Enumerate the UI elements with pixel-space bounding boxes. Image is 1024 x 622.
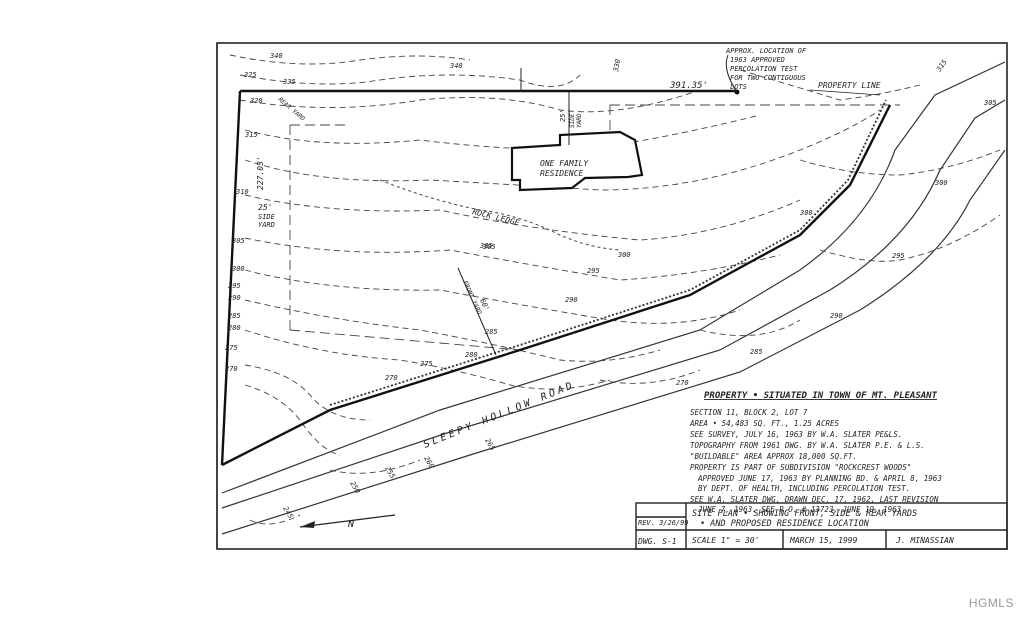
contour-label: 315 — [935, 58, 949, 74]
note-line: JUNE 7, 1963. SEE R.O. # 13723, JUNE 19,… — [697, 505, 902, 514]
contour-label: 255 — [383, 465, 396, 480]
residence-footprint — [510, 130, 644, 192]
perc-note-4: FOR TWO CONTIGUOUS — [730, 74, 806, 82]
road-edges — [221, 61, 1006, 535]
contour-label: 270 — [225, 365, 238, 373]
title-block-title-1: SITE PLAN • SHOWING FRONT, SIDE & REAR Y… — [692, 509, 917, 519]
contour-label: 295 — [228, 282, 241, 290]
contour-label: 340 — [449, 62, 463, 70]
residence-label-2: RESIDENCE — [540, 169, 584, 178]
rock-ledge-line — [379, 179, 621, 251]
title-block-title-2: • AND PROPOSED RESIDENCE LOCATION — [700, 519, 870, 529]
contour-label: 285 — [485, 328, 498, 336]
contour-label: 320 — [249, 97, 263, 105]
contour-label: 300 — [934, 179, 948, 187]
contour-label: 340 — [269, 52, 283, 60]
side-yard-label-left-2: YARD — [258, 221, 275, 229]
contour-label: 275 — [225, 344, 238, 352]
contour-label: 305 — [231, 237, 245, 245]
property-title: PROPERTY • SITUATED IN TOWN OF MT. PLEAS… — [704, 391, 938, 401]
contour-label: 325 — [243, 71, 257, 79]
north-arrow: N — [299, 514, 396, 530]
title-block-rev: REV. 3/26/99 — [638, 519, 689, 527]
contour-label: 260 — [422, 455, 435, 470]
side-yard-dim-top: 25' — [559, 109, 567, 122]
contour-label: 300 — [231, 265, 245, 273]
contour-label: 305 — [983, 99, 997, 107]
contour-label: 310 — [235, 188, 249, 196]
note-line: SEE SURVEY, JULY 16, 1963 BY W.A. SLATER… — [690, 430, 902, 439]
title-block-date: MARCH 15, 1999 — [789, 536, 858, 545]
rock-ledge-label: ROCK LEDGE — [472, 207, 521, 227]
side-yard-label-left-1: SIDE — [258, 213, 276, 221]
title-block-author: J. MINASSIAN — [895, 536, 954, 545]
contour-label: 290 — [228, 294, 241, 302]
property-boundary — [220, 89, 892, 467]
perc-note-1: APPROX. LOCATION OF — [725, 47, 807, 55]
property-line-label-top: PROPERTY LINE — [818, 81, 881, 90]
note-line: "BUILDABLE" AREA APPROX 18,000 SQ.FT. — [690, 452, 857, 461]
perc-leader — [725, 54, 738, 93]
north-arrow-label: N — [347, 519, 355, 530]
perc-note-5: LOTS — [730, 83, 747, 91]
contour-label: 300 — [617, 251, 631, 259]
contour-label: 330 — [612, 58, 622, 73]
contour-label: 285 — [750, 348, 763, 356]
title-block-dwg: DWG. S-1 — [637, 537, 677, 546]
note-line: TOPOGRAPHY FROM 1961 DWG. BY W.A. SLATER… — [690, 441, 925, 450]
note-line: SECTION 11, BLOCK 2, LOT 7 — [690, 408, 808, 417]
contour-label: 300 — [799, 209, 813, 217]
contour-labels: 340 340 335 330 325 320 315 315 310 305 … — [225, 52, 997, 520]
notes-block: PROPERTY • SITUATED IN TOWN OF MT. PLEAS… — [689, 391, 942, 514]
contour-label: 295 — [587, 267, 600, 275]
note-line: APPROVED JUNE 17, 1963 BY PLANNING BD. &… — [697, 474, 942, 483]
contour-label: 295 — [892, 252, 905, 260]
contour-label: 280 — [228, 324, 241, 332]
note-line: SEE W.A. SLATER DWG. DRAWN DEC. 17, 1962… — [690, 495, 939, 504]
note-line: AREA • 54,483 SQ. FT., 1.25 ACRES — [689, 419, 839, 428]
perc-note-3: PERCOLATION TEST — [730, 65, 798, 73]
contour-label: 335 — [282, 78, 296, 86]
title-block-scale: SCALE 1" = 30' — [692, 536, 759, 545]
contour-label: 285 — [228, 312, 241, 320]
stone-wall — [329, 99, 887, 406]
contour-lines — [229, 54, 1001, 525]
contour-label: 280 — [465, 351, 478, 359]
perc-location-mark — [734, 89, 740, 95]
contour-label: 275 — [420, 360, 433, 368]
contour-label: 290 — [565, 296, 578, 304]
north-line-dimension: 391.35' — [669, 81, 708, 91]
front-yard-dim — [457, 267, 497, 356]
road-name: SLEEPY HOLLOW ROAD — [422, 380, 577, 451]
watermark: HGMLS — [968, 596, 1014, 610]
rear-yard-label: REAR YARD — [277, 96, 307, 123]
setback-lines — [289, 104, 900, 351]
contour-label: 270 — [385, 374, 398, 382]
note-line: BY DEPT. OF HEALTH, INCLUDING PERCOLATIO… — [698, 484, 910, 493]
side-yard-dim-left: 25' — [258, 203, 272, 212]
residence-label-1: ONE FAMILY — [540, 159, 589, 168]
contour-label: 305 — [479, 242, 493, 250]
title-block — [635, 502, 1008, 550]
front-yard-label: FRONT YARD — [461, 280, 483, 316]
contour-label: 270 — [676, 379, 689, 387]
contour-label: 305 — [482, 243, 496, 251]
property-line-leader-top — [809, 89, 881, 96]
contour-label: 245 — [281, 505, 294, 520]
west-line-dimension: 227.03' — [256, 156, 265, 190]
contour-label: 315 — [244, 131, 258, 139]
note-line: PROPERTY IS PART OF SUBDIVISION "ROCKCRE… — [690, 463, 911, 472]
side-yard-label-top-1: SIDE — [569, 113, 576, 128]
side-yard-label-top-2: YARD — [576, 113, 583, 128]
perc-note-2: 1963 APPROVED — [730, 56, 785, 64]
contour-label: 290 — [830, 312, 843, 320]
